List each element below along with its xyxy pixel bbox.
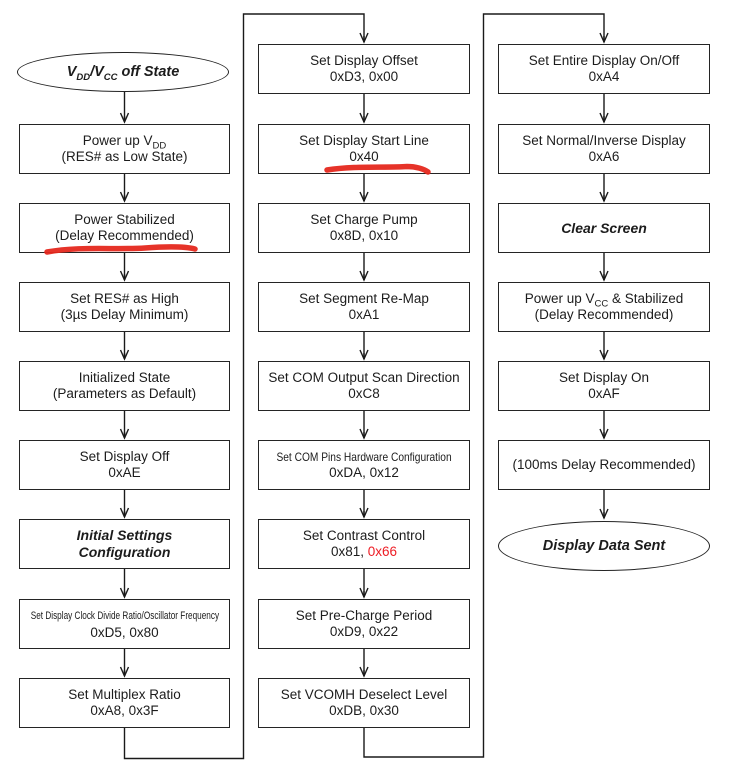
node-line1: Power Stabilized [74,211,175,227]
node-line2: (Parameters as Default) [52,386,197,401]
node-line2: 0xD5, 0x80 [90,624,159,640]
node-line2: 0xD3, 0x00 [329,69,399,84]
node-line1: Set VCOMH Deselect Level [280,686,448,702]
node-line2: (3µs Delay Minimum) [60,307,189,322]
node-line2: 0xA8, 0x3F [90,703,159,718]
node-line2: Configuration [78,544,171,560]
red-annotation-value: 0x66 [367,544,398,559]
flow-node-power-up-vcc: Power up VCC & Stabilized (Delay Recomme… [498,282,710,332]
flow-node-set-display-on: Set Display On 0xAF [498,361,710,411]
node-line1: Power up VCC & Stabilized [524,290,684,310]
node-line2: 0xD9, 0x22 [329,624,399,639]
node-line2: 0x40 [349,149,379,164]
node-line1: Set Display Off [79,448,170,464]
node-line1: Set Contrast Control [302,527,426,543]
terminator-vdd-vcc-off-state: VDD/VCC off State [17,52,229,92]
node-line1: Set Display Start Line [299,132,429,148]
node-line1: Set Display Offset [310,52,418,68]
flow-node-com-scan-direction: Set COM Output Scan Direction 0xC8 [258,361,470,411]
node-line1: Clear Screen [561,219,647,236]
node-line2: (RES# as Low State) [61,149,188,164]
node-line1: Set RES# as High [70,290,179,306]
flow-node-initial-settings-configuration: Initial Settings Configuration [19,519,230,569]
node-line1: Set COM Output Scan Direction [268,369,460,385]
flow-node-clear-screen: Clear Screen [498,203,710,253]
node-line2: 0xA6 [588,149,620,164]
flow-node-set-display-off: Set Display Off 0xAE [19,440,230,490]
flow-node-power-up-vdd: Power up VDD (RES# as Low State) [19,124,230,174]
node-line1: Set Pre-Charge Period [295,607,433,623]
flow-node-charge-pump: Set Charge Pump 0x8D, 0x10 [258,203,470,253]
node-line2: 0xAE [108,465,141,480]
node-line1: (100ms Delay Recommended) [512,456,696,472]
node-line2: 0x81, 0x66 [330,544,398,559]
node-line1: Initial Settings [76,527,173,543]
flow-node-precharge-period: Set Pre-Charge Period 0xD9, 0x22 [258,599,470,649]
flow-node-clock-divide-ratio: Set Display Clock Divide Ratio/Oscillato… [19,599,230,649]
node-line1: Set Multiplex Ratio [68,686,181,702]
flow-node-multiplex-ratio: Set Multiplex Ratio 0xA8, 0x3F [19,678,230,728]
terminator-display-data-sent: Display Data Sent [498,521,710,571]
flow-node-initialized-state: Initialized State (Parameters as Default… [19,361,230,411]
node-line1: Set Charge Pump [310,211,418,227]
node-line1: Set Display On [558,369,650,385]
terminator-label: Display Data Sent [542,537,666,554]
flow-node-com-pins-configuration: Set COM Pins Hardware Configuration 0xDA… [258,440,470,490]
flow-node-100ms-delay: (100ms Delay Recommended) [498,440,710,490]
flow-node-normal-inverse-display: Set Normal/Inverse Display 0xA6 [498,124,710,174]
flow-node-entire-display-on-off: Set Entire Display On/Off 0xA4 [498,44,710,94]
flow-node-segment-remap: Set Segment Re-Map 0xA1 [258,282,470,332]
node-line2: 0xDB, 0x30 [329,703,399,718]
node-line1: Power up VDD [82,132,167,152]
node-line2: (Delay Recommended) [55,228,194,243]
node-line2: 0xAF [588,386,620,401]
node-line2: (Delay Recommended) [534,307,674,322]
node-line1: Set Normal/Inverse Display [522,132,686,148]
flow-node-vcomh-deselect: Set VCOMH Deselect Level 0xDB, 0x30 [258,678,470,728]
node-line2: 0xA1 [348,307,380,322]
flow-node-display-offset: Set Display Offset 0xD3, 0x00 [258,44,470,94]
flow-node-contrast-control: Set Contrast Control 0x81, 0x66 [258,519,470,569]
node-line1: Set Entire Display On/Off [528,52,680,68]
node-line1: Set Display Clock Divide Ratio/Oscillato… [30,610,219,622]
node-line2: 0xC8 [348,386,380,401]
terminator-label: VDD/VCC off State [66,63,180,83]
flow-node-set-res-high: Set RES# as High (3µs Delay Minimum) [19,282,230,332]
node-line2: 0x8D, 0x10 [329,228,399,243]
node-line1: Initialized State [78,369,171,385]
node-line2: 0xA4 [588,69,620,84]
flow-node-power-stabilized: Power Stabilized (Delay Recommended) [19,203,230,253]
flow-node-display-start-line: Set Display Start Line 0x40 [258,124,470,174]
node-line2: 0xDA, 0x12 [329,465,399,480]
node-line1: Set Segment Re-Map [299,290,429,306]
node-line1: Set COM Pins Hardware Configuration [276,449,452,464]
